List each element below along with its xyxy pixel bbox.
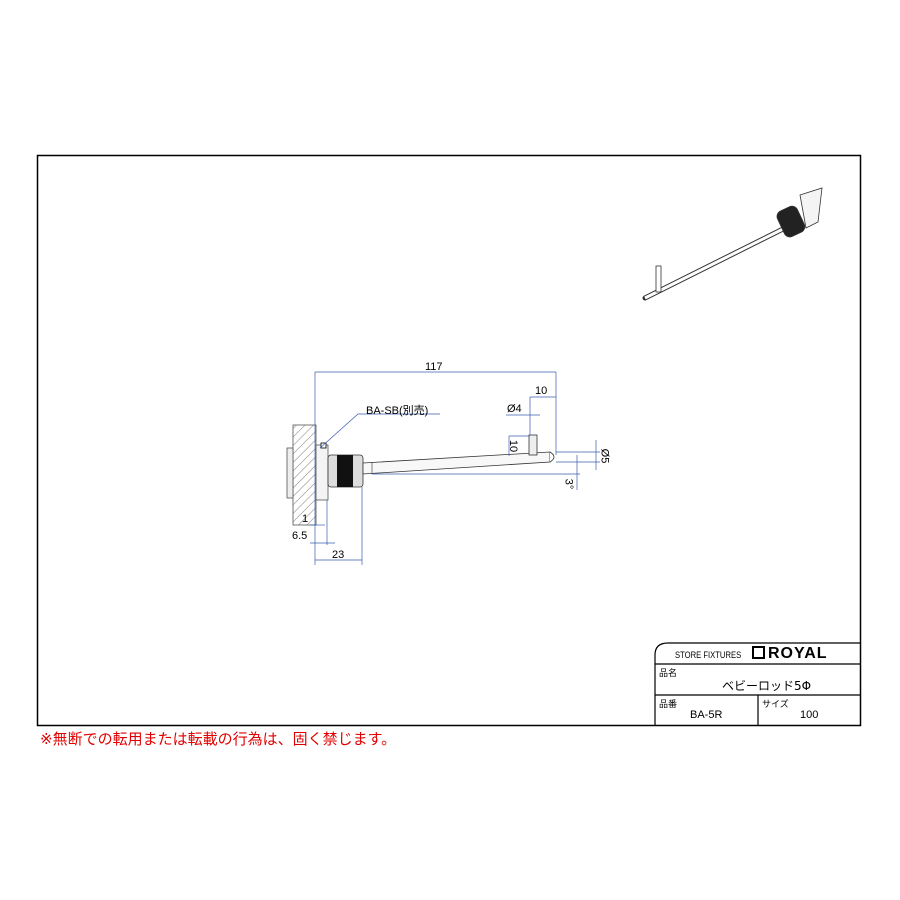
wall-section [292,424,317,526]
dimension-lines [310,371,600,565]
royal-logo-icon [752,646,765,659]
title-block-lines [654,642,861,725]
brand-logo: ROYAL [768,645,828,662]
copyright-notice: ※無断での転用または転載の行為は、固く禁じます。 [40,730,397,748]
dim-pin-offset: 10 [535,385,548,397]
dim-pin-diameter: Ø4 [507,403,522,415]
dim-angle: 3° [562,478,575,490]
rod [362,451,551,475]
bracket [315,444,329,501]
isometric-view [642,187,823,301]
collar-knurl [337,455,353,487]
dim-rod-diameter: Ø5 [598,448,611,464]
dim-23: 23 [332,549,345,561]
pin [528,434,538,456]
number-label: 品番 [659,699,678,709]
company-label: STORE FIXTURES [675,650,742,660]
size-label: サイズ [762,699,789,709]
part-callout: BA-SB(別売) [366,405,429,417]
name-label: 品名 [659,668,678,678]
set-screw [320,442,327,449]
product-name: ベビーロッド5Φ [722,679,812,693]
sheet-frame [36,154,862,727]
dim-6-5: 6.5 [292,530,308,542]
product-number: BA-5R [690,709,723,721]
dim-117: 117 [425,361,443,373]
dim-1: 1 [302,513,309,525]
rod-tip [549,451,555,463]
product-size: 100 [800,709,819,721]
dim-pin-height: 10 [507,439,520,453]
mount-plate [286,447,294,499]
